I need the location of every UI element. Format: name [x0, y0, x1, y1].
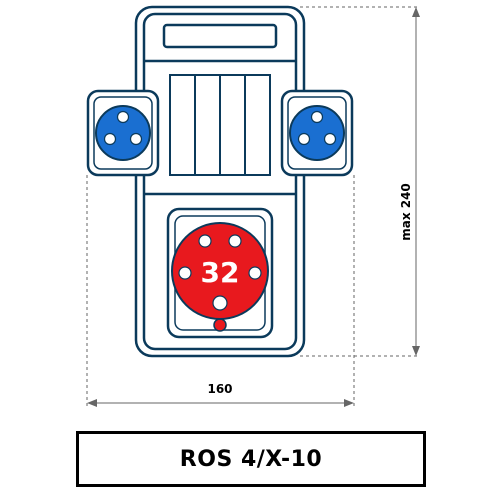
left-socket-pin-right	[129, 132, 143, 146]
left-socket-plate-inner	[93, 96, 153, 170]
main-socket-pin-top-right	[228, 234, 242, 248]
left-socket-pin-top	[116, 110, 130, 124]
width-label: 160	[207, 382, 232, 396]
width-arrow-left	[87, 399, 97, 407]
height-arrow-bottom	[412, 346, 420, 356]
width-arrow-right	[344, 399, 354, 407]
width-dimension	[87, 399, 354, 407]
product-name: ROS 4/X-10	[179, 446, 323, 472]
main-socket-pin-left	[178, 266, 192, 280]
left-socket-pin-left	[103, 132, 117, 146]
height-label: max 240	[399, 183, 413, 241]
left-socket-face	[95, 105, 151, 161]
dimension-guides	[86, 6, 420, 407]
right-socket-pin-top	[310, 110, 324, 124]
product-name-box: ROS 4/X-10	[76, 431, 426, 487]
main-socket-rating: 32	[201, 256, 240, 289]
housing-inner	[142, 12, 298, 351]
height-arrow-top	[412, 7, 420, 17]
left-side-socket	[86, 89, 160, 177]
breaker-modules	[169, 74, 271, 176]
right-socket-pin-right	[323, 132, 337, 146]
height-dimension	[412, 7, 420, 356]
right-side-socket	[280, 89, 354, 177]
main-socket-key-tab	[213, 318, 227, 332]
main-socket-pin-bottom	[212, 295, 228, 311]
right-socket-face	[289, 105, 345, 161]
main-socket: 32	[166, 207, 274, 339]
right-socket-pin-left	[297, 132, 311, 146]
main-socket-face	[171, 222, 269, 320]
label-window	[162, 23, 278, 49]
main-socket-pin-top-left	[198, 234, 212, 248]
main-socket-pin-right	[248, 266, 262, 280]
right-socket-plate-inner	[287, 96, 347, 170]
